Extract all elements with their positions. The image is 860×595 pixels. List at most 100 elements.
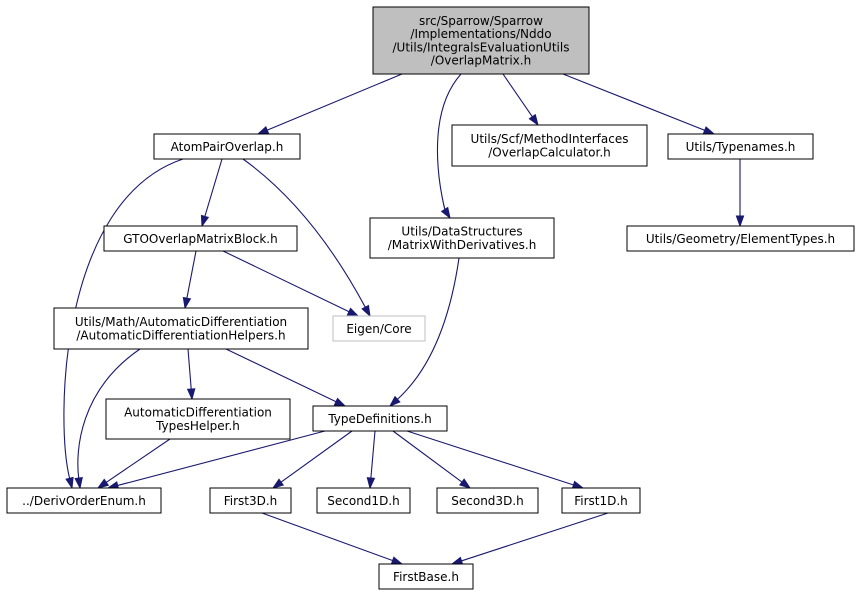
arrow-head-icon	[256, 125, 270, 135]
edge-gtoblock-to-eigencore	[222, 250, 360, 317]
edge-gtoblock-to-adhelpers	[182, 250, 197, 310]
node-second3d[interactable]: Second3D.h	[436, 487, 539, 514]
edge-line	[460, 512, 609, 562]
node-matrixderiv[interactable]: Utils/DataStructures/MatrixWithDerivativ…	[369, 217, 555, 259]
node-box	[561, 487, 641, 514]
arrow-head-icon	[390, 556, 404, 565]
node-typedefs[interactable]: TypeDefinitions.h	[312, 405, 448, 432]
node-label: Utils/Math/AutomaticDifferentiation	[75, 315, 287, 329]
node-label: GTOOverlapMatrixBlock.h	[123, 232, 277, 246]
arrow-head-icon	[74, 477, 83, 490]
edge-typedefs-to-derivorder	[106, 430, 326, 490]
node-derivorder[interactable]: ../DerivOrderEnum.h	[6, 487, 162, 514]
node-label: Eigen/Core	[346, 322, 411, 336]
edge-line	[222, 250, 351, 313]
node-box	[667, 133, 814, 160]
edge-typedefs-to-first3d	[271, 430, 353, 489]
node-label: AutomaticDifferentiation	[124, 406, 272, 420]
arrow-head-icon	[361, 304, 371, 318]
edge-matrixderiv-to-typedefs	[388, 257, 460, 407]
edge-typedefs-to-first1d	[406, 430, 585, 489]
node-label: AtomPairOverlap.h	[171, 140, 284, 154]
node-typenames[interactable]: Utils/Typenames.h	[667, 133, 814, 160]
node-box	[312, 405, 448, 432]
edge-root-to-overlapcalc	[502, 73, 539, 127]
node-box	[153, 133, 301, 160]
nodes-layer: src/Sparrow/Sparrow/Implementations/Nddo…	[6, 6, 855, 590]
edge-adhelpers-to-typedefs	[225, 348, 347, 407]
edge-line	[370, 430, 376, 480]
arrow-head-icon	[571, 480, 585, 489]
edge-adtypes-to-derivorder	[96, 438, 171, 489]
node-label: Second1D.h	[327, 494, 399, 508]
edge-first3d-to-firstbase	[261, 512, 404, 565]
edge-root-to-atompair	[256, 73, 403, 135]
node-label: First1D.h	[574, 494, 628, 508]
edge-typedefs-to-second3d	[392, 430, 472, 489]
edge-line	[436, 73, 462, 211]
node-root[interactable]: src/Sparrow/Sparrow/Implementations/Nddo…	[372, 6, 590, 75]
node-label: TypesHelper.h	[155, 419, 240, 433]
arrow-head-icon	[388, 395, 401, 407]
arrow-head-icon	[528, 113, 539, 127]
node-second1d[interactable]: Second1D.h	[316, 487, 411, 514]
node-box	[369, 217, 555, 259]
arrow-head-icon	[735, 215, 745, 228]
arrow-head-icon	[450, 556, 464, 565]
node-box	[626, 225, 855, 252]
node-first1d[interactable]: First1D.h	[561, 487, 641, 514]
node-label: Second3D.h	[451, 494, 523, 508]
node-atompair[interactable]: AtomPairOverlap.h	[153, 133, 301, 160]
node-adhelpers[interactable]: Utils/Math/AutomaticDifferentiation/Auto…	[53, 307, 309, 350]
arrow-head-icon	[271, 478, 285, 489]
edge-atompair-to-gtoblock	[200, 158, 223, 228]
edge-line	[392, 430, 464, 484]
node-box	[436, 487, 539, 514]
node-box	[105, 398, 291, 440]
node-label: Utils/Geometry/ElementTypes.h	[646, 232, 835, 246]
arrow-head-icon	[96, 478, 110, 489]
edge-line	[116, 430, 326, 487]
node-box	[316, 487, 411, 514]
node-gtoblock[interactable]: GTOOverlapMatrixBlock.h	[103, 225, 298, 252]
node-elementtypes[interactable]: Utils/Geometry/ElementTypes.h	[626, 225, 855, 252]
edge-line	[105, 438, 171, 484]
node-label: Utils/DataStructures	[401, 225, 522, 239]
arrow-head-icon	[333, 397, 347, 407]
arrow-head-icon	[65, 476, 74, 490]
node-first3d[interactable]: First3D.h	[209, 487, 292, 514]
arrow-head-icon	[200, 214, 210, 228]
node-label: /MatrixWithDerivatives.h	[388, 238, 537, 252]
node-label: /OverlapMatrix.h	[431, 54, 531, 68]
node-label: ../DerivOrderEnum.h	[22, 494, 146, 508]
edge-line	[242, 158, 367, 309]
node-overlapcalc[interactable]: Utils/Scf/MethodInterfaces/OverlapCalcul…	[451, 124, 648, 167]
node-eigencore: Eigen/Core	[332, 315, 426, 342]
arrow-head-icon	[182, 296, 192, 310]
edge-first1d-to-firstbase	[450, 512, 609, 565]
edge-line	[279, 430, 353, 484]
node-firstbase[interactable]: FirstBase.h	[378, 563, 474, 590]
node-box	[53, 307, 309, 350]
edge-line	[186, 250, 197, 300]
node-label: Utils/Typenames.h	[686, 140, 796, 154]
edge-line	[562, 73, 706, 132]
node-label: /Utils/IntegralsEvaluationUtils	[393, 40, 570, 54]
node-box	[6, 487, 162, 514]
edge-adhelpers-to-adtypes	[186, 348, 196, 401]
node-box	[451, 124, 648, 167]
arrow-head-icon	[440, 206, 451, 220]
edge-typenames-to-elementtypes	[735, 159, 745, 228]
arrow-head-icon	[346, 307, 360, 317]
edge-line	[406, 430, 575, 486]
arrow-head-icon	[366, 477, 376, 490]
node-box	[378, 563, 474, 590]
node-box	[332, 315, 426, 342]
arrow-head-icon	[702, 126, 716, 135]
node-label: /OverlapCalculator.h	[488, 145, 610, 159]
edge-adhelpers-to-derivorder	[74, 348, 141, 490]
edge-atompair-to-eigencore	[242, 158, 371, 318]
edge-line	[225, 348, 338, 403]
